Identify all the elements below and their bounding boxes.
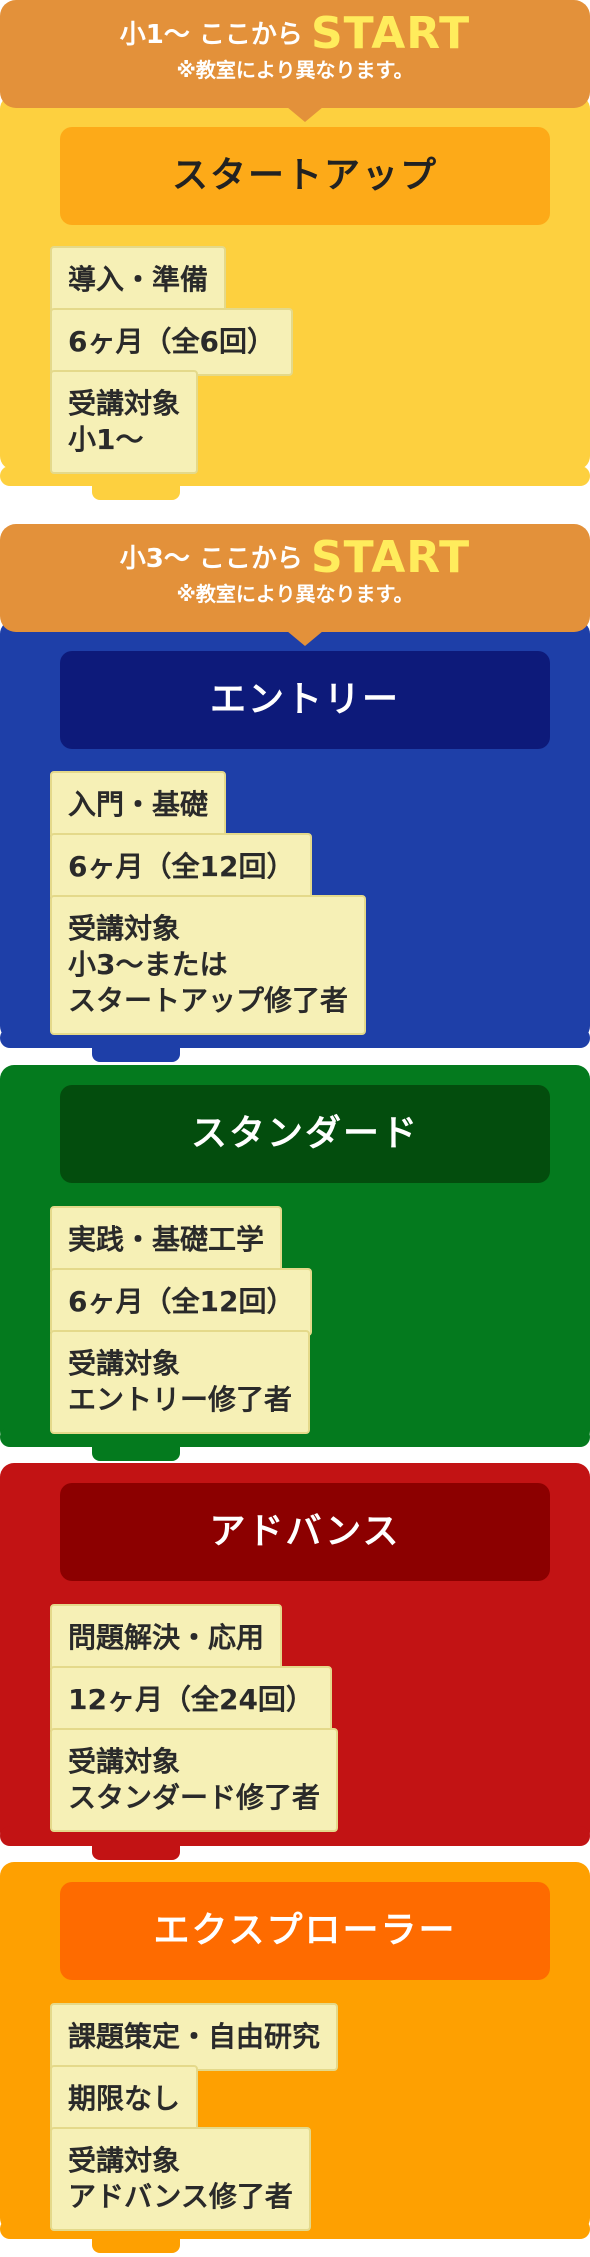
course-item-focus: 導入・準備 [50,246,227,314]
course-item-focus: 問題解決・応用 [50,1604,283,1672]
course-item-eligibility: 受講対象 スタンダード修了者 [50,1728,339,1832]
standard-tab [92,1445,180,1461]
course-title-entry: エントリー [60,651,550,749]
course-item-duration: 期限なし [50,2065,199,2133]
course-item-focus: 実践・基礎工学 [50,1206,283,1274]
start-word: START [310,532,471,583]
course-item-duration: 6ヶ月（全6回） [50,308,293,376]
course-item-eligibility: 受講対象 エントリー修了者 [50,1330,311,1434]
banner-pointer [287,107,323,122]
advance-tab [92,1844,180,1860]
course-item-focus: 課題策定・自由研究 [50,2003,339,2071]
classroom-note: ※教室により異なります。 [176,582,414,606]
course-item-duration: 12ヶ月（全24回） [50,1666,332,1734]
course-item-duration: 6ヶ月（全12回） [50,1268,313,1336]
start-word: START [310,8,471,59]
course-item-eligibility: 受講対象 小1〜 [50,370,199,474]
course-title-advance: アドバンス [60,1483,550,1581]
startup-tab [92,484,180,500]
entry-tab [92,1046,180,1062]
banner-pointer [287,631,323,646]
course-item-focus: 入門・基礎 [50,771,227,839]
explorer-tab [92,2237,180,2253]
course-item-eligibility: 受講対象 小3〜または スタートアップ修了者 [50,895,367,1035]
start-grade-text: 小3〜 ここから [119,544,303,574]
course-title-standard: スタンダード [60,1085,550,1183]
course-item-eligibility: 受講対象 アドバンス修了者 [50,2127,311,2231]
course-item-duration: 6ヶ月（全12回） [50,833,313,901]
course-title-explorer: エクスプローラー [60,1882,550,1980]
course-title-startup: スタートアップ [60,127,550,225]
start-grade-text: 小1〜 ここから [119,20,303,50]
classroom-note: ※教室により異なります。 [176,58,414,82]
